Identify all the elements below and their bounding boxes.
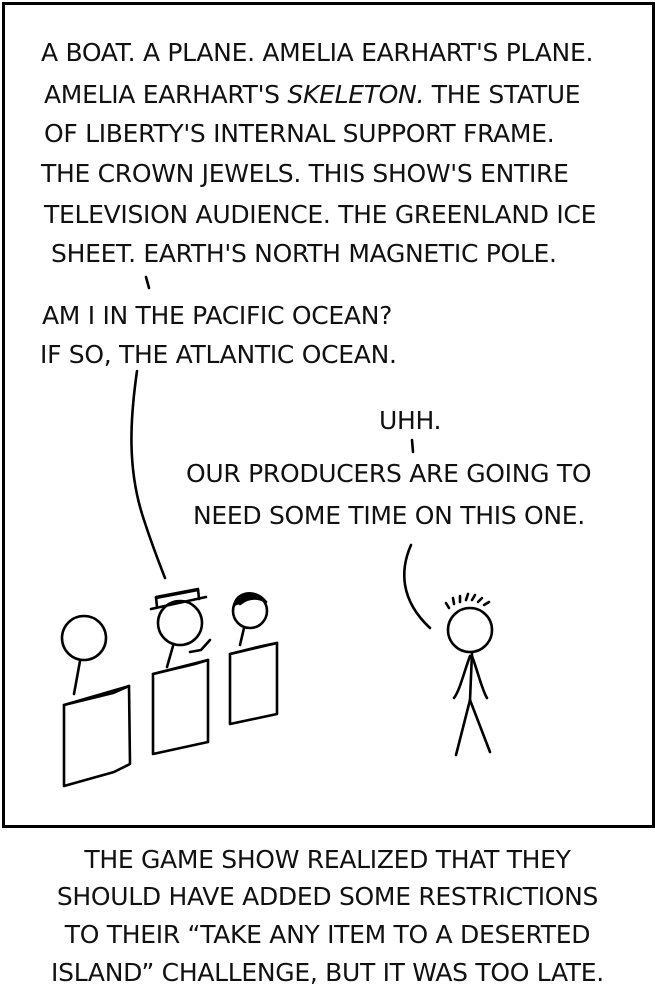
speech-text: of Liberty's internal support frame.	[44, 119, 555, 148]
speech-text: A boat. A plane. Amelia Earhart's plane.	[41, 38, 594, 67]
speech-line: If so, the Atlantic Ocean.	[40, 340, 397, 369]
speech-emphasis: skeleton.	[287, 80, 425, 109]
speech-text: sheet. Earth's north magnetic pole.	[51, 239, 557, 268]
speech-line: television audience. The Greenland ice	[44, 202, 596, 227]
caption-line: island” challenge, but it was too late.	[51, 958, 604, 987]
host-hesitation: Uhh.	[379, 406, 442, 435]
speech-text: The crown jewels. This show's entire	[41, 159, 569, 188]
caption-line: should have added some restrictions	[56, 882, 599, 911]
speech-line: The crown jewels. This show's entire	[41, 161, 569, 186]
speech-line: of Liberty's internal support frame.	[44, 119, 555, 148]
speech-text: The statue	[424, 80, 581, 109]
speech-line: sheet. Earth's north magnetic pole.	[51, 241, 557, 266]
speech-line: Am I in the Pacific Ocean?	[42, 301, 393, 330]
speech-line: A boat. A plane. Amelia Earhart's plane.	[41, 40, 593, 65]
speech-text: television audience. The Greenland ice	[44, 200, 597, 229]
speech-line: need some time on this one.	[193, 501, 585, 530]
speech-line: Our producers are going to	[186, 459, 592, 488]
speech-text: Amelia Earhart's	[44, 80, 288, 109]
speech-line: Amelia Earhart's skeleton. The statue	[44, 80, 581, 109]
caption-line: to their “Take any item to a deserted	[64, 920, 591, 949]
caption-line: The game show realized that they	[84, 845, 571, 874]
